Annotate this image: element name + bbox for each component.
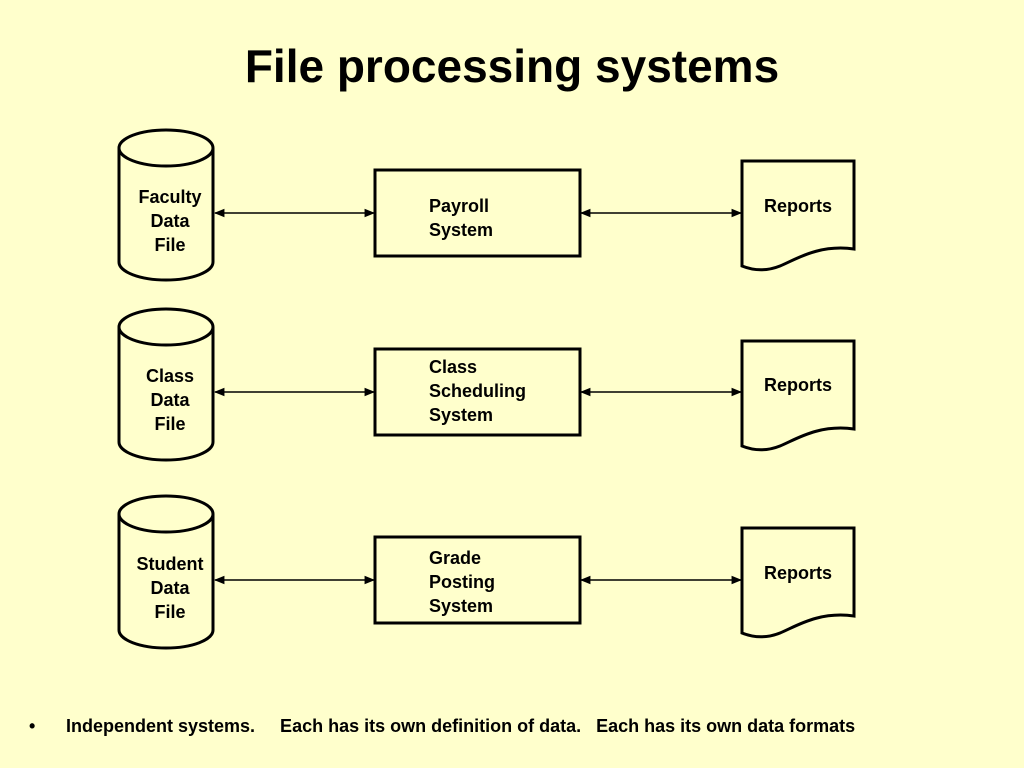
reports-document-2 bbox=[740, 339, 856, 452]
reports-label-1: Reports bbox=[763, 196, 832, 216]
grade-posting-system-box bbox=[373, 535, 582, 625]
slide-title: File processing systems bbox=[244, 40, 780, 92]
reports-label-3: Reports bbox=[763, 563, 832, 583]
class-scheduling-system-label: Class Scheduling System bbox=[429, 357, 527, 425]
class-scheduling-system-box bbox=[373, 347, 582, 437]
faculty-data-file-cylinder bbox=[117, 128, 215, 282]
student-data-file-label: Student Data File bbox=[136, 554, 204, 622]
bullet-text: Independent systems. Each has its own de… bbox=[66, 716, 856, 736]
class-data-file-label: Class Data File bbox=[145, 366, 195, 434]
reports-document-3 bbox=[740, 526, 856, 639]
payroll-system-box bbox=[373, 168, 582, 258]
class-data-file-cylinder bbox=[117, 307, 215, 462]
reports-label-2: Reports bbox=[763, 375, 832, 395]
student-data-file-cylinder bbox=[117, 494, 215, 650]
reports-document-1 bbox=[740, 159, 856, 272]
payroll-system-label: Payroll System bbox=[429, 196, 494, 240]
bullet-marker: • bbox=[29, 716, 36, 736]
faculty-data-file-label: Faculty Data File bbox=[138, 187, 202, 255]
grade-posting-system-label: Grade Posting System bbox=[429, 548, 495, 616]
